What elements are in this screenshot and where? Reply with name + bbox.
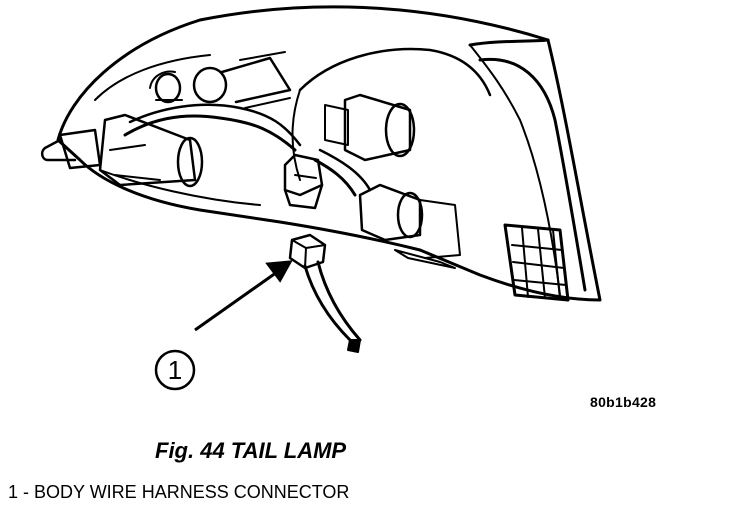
callout-marker: 1 xyxy=(154,349,196,391)
callout-arrow xyxy=(194,260,293,332)
figure-title: Fig. 44 TAIL LAMP xyxy=(155,438,347,463)
figure-code: 80b1b428 xyxy=(590,394,657,410)
legend-item: 1 - BODY WIRE HARNESS CONNECTOR xyxy=(8,482,350,502)
body-wire xyxy=(303,260,362,342)
lens-grille xyxy=(503,223,570,302)
upper-bulb-sockets xyxy=(149,51,292,109)
callout-number: 1 xyxy=(168,355,182,385)
lens-rim xyxy=(468,38,587,292)
lamp-side-connector xyxy=(283,153,324,210)
lamp-housing-outline xyxy=(56,5,602,302)
left-bulb-socket xyxy=(98,113,204,188)
right-upper-bulb-socket xyxy=(324,93,416,162)
side-marker-bulb xyxy=(40,128,102,170)
tail-lamp-illustration: 1 xyxy=(40,5,602,391)
right-lower-bulb-socket xyxy=(358,183,461,269)
